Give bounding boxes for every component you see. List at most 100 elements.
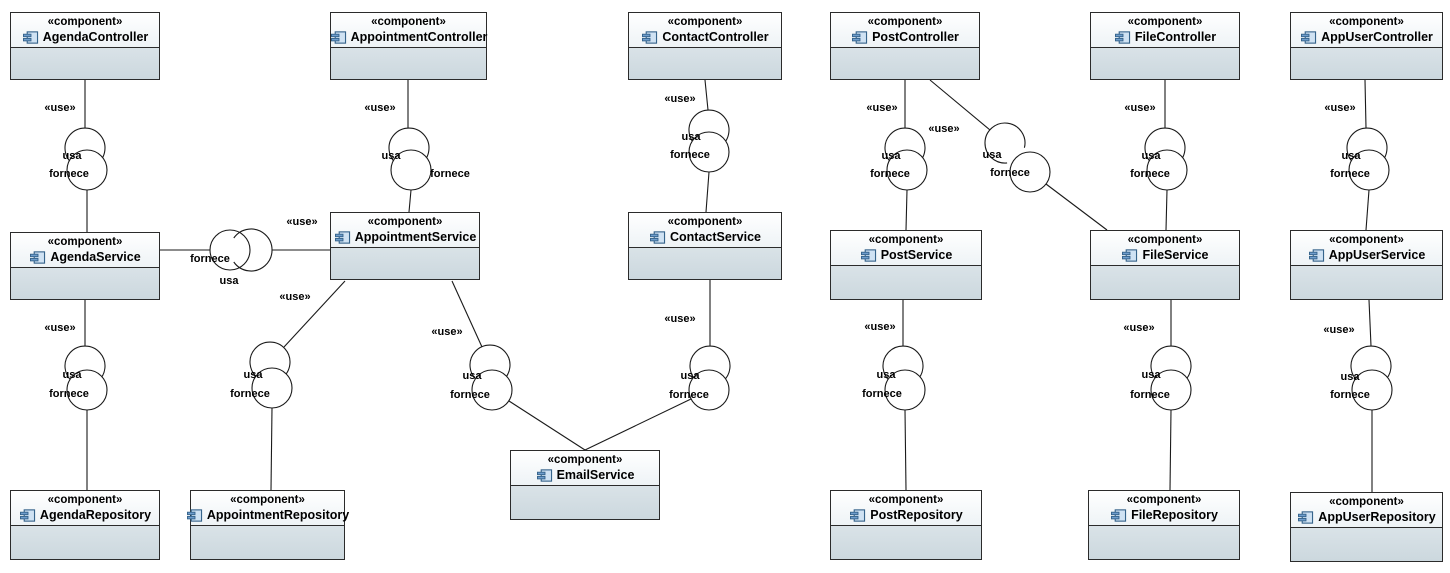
component-agenda-service: «component» AgendaService	[10, 232, 160, 300]
connector-agendaservice-agendarepository: «use» usa fornece	[44, 300, 108, 490]
use-stereotype-label: «use»	[1323, 324, 1354, 336]
component-header: «component» AgendaRepository	[11, 491, 159, 526]
usa-label: usa	[1342, 150, 1362, 162]
component-icon	[330, 30, 347, 45]
component-icon	[1121, 248, 1138, 263]
required-interface-socket-icon	[64, 127, 106, 165]
stereotype-label: «component»	[47, 16, 123, 28]
connector-contactservice-emailservice: «use» usa fornece	[584, 280, 731, 451]
usa-label: usa	[682, 131, 702, 143]
fornece-label: fornece	[49, 168, 89, 180]
fornece-label: fornece	[49, 388, 89, 400]
component-body	[831, 48, 979, 79]
component-file-repository: «component» FileRepository	[1088, 490, 1240, 560]
component-body	[11, 526, 159, 559]
component-header: «component» AppointmentRepository	[191, 491, 349, 526]
fornece-label: fornece	[990, 167, 1030, 179]
required-interface-socket-icon	[689, 345, 731, 383]
component-file-service: «component» FileService	[1090, 230, 1240, 300]
stereotype-label: «component»	[667, 216, 743, 228]
component-icon	[334, 230, 351, 245]
use-stereotype-label: «use»	[431, 326, 462, 338]
connector-postcontroller-fileservice: «use» usa fornece	[928, 79, 1108, 231]
stereotype-label: «component»	[867, 16, 943, 28]
stereotype-label: «component»	[1127, 234, 1203, 246]
component-contact-service: «component» ContactService	[628, 212, 782, 280]
use-stereotype-label: «use»	[1324, 102, 1355, 114]
connector-appointmentservice-appointmentrepository: «use» usa fornece	[230, 280, 346, 491]
provided-interface-ball-icon	[688, 369, 730, 411]
stereotype-label: «component»	[868, 494, 944, 506]
component-body	[1291, 528, 1442, 561]
connector-appointmentservice-agendaservice: «use» fornece usa	[160, 216, 330, 287]
component-post-controller: «component» PostController	[830, 12, 980, 80]
usa-label: usa	[1341, 371, 1361, 383]
fornece-label: fornece	[450, 389, 490, 401]
required-interface-socket-icon	[1150, 345, 1192, 383]
component-body	[191, 526, 344, 559]
component-name: AppointmentService	[354, 230, 477, 244]
component-header: «component» AgendaService	[11, 233, 159, 268]
component-icon	[1110, 508, 1127, 523]
component-icon	[19, 508, 36, 523]
component-name: PostRepository	[870, 508, 963, 522]
component-icon	[849, 508, 866, 523]
usa-label: usa	[463, 370, 483, 382]
component-header: «component» PostRepository	[831, 491, 981, 526]
fornece-label: fornece	[1130, 389, 1170, 401]
fornece-label: fornece	[230, 388, 270, 400]
component-name: AppointmentController	[350, 30, 488, 44]
usa-label: usa	[877, 369, 897, 381]
component-icon	[536, 468, 553, 483]
component-header: «component» FileService	[1091, 231, 1239, 266]
fornece-label: fornece	[1330, 389, 1370, 401]
fornece-label: fornece	[190, 253, 230, 265]
component-name: AppUserRepository	[1318, 510, 1436, 524]
stereotype-label: «component»	[1329, 234, 1404, 246]
usa-label: usa	[681, 370, 701, 382]
usa-label: usa	[983, 149, 1003, 161]
fornece-label: fornece	[1130, 168, 1170, 180]
component-icon	[186, 508, 203, 523]
connector-contactcontroller-contactservice: «use» usa fornece	[664, 79, 730, 213]
use-stereotype-label: «use»	[664, 93, 695, 105]
connector-appuserservice-appuserrepository: «use» usa fornece	[1323, 299, 1393, 492]
component-icon	[1297, 510, 1314, 525]
connector-filecontroller-fileservice: «use» usa fornece	[1124, 80, 1188, 231]
component-header: «component» AppointmentService	[331, 213, 479, 248]
component-body	[629, 248, 781, 279]
fornece-label: fornece	[862, 388, 902, 400]
connector-postcontroller-postservice: «use» usa fornece	[866, 80, 928, 231]
component-body	[831, 526, 981, 559]
component-name: AppointmentRepository	[206, 508, 350, 522]
usa-label: usa	[1142, 150, 1162, 162]
component-header: «component» AgendaController	[11, 13, 159, 48]
fornece-label: fornece	[870, 168, 910, 180]
component-name: FileService	[1142, 248, 1209, 262]
required-interface-socket-icon	[1350, 345, 1392, 383]
usa-label: usa	[63, 369, 83, 381]
required-interface-socket-icon	[884, 127, 926, 165]
required-interface-socket-icon	[469, 344, 511, 382]
component-appuser-repository: «component» AppUserRepository	[1290, 492, 1443, 562]
use-stereotype-label: «use»	[1124, 102, 1155, 114]
component-icon	[860, 248, 877, 263]
connector-fileservice-filerepository: «use» usa fornece	[1123, 300, 1192, 491]
component-body	[1091, 48, 1239, 79]
required-interface-socket-icon	[249, 341, 291, 379]
component-name: AppUserController	[1321, 30, 1433, 44]
use-stereotype-label: «use»	[364, 102, 395, 114]
component-icon	[1308, 248, 1325, 263]
connector-appointmentservice-emailservice: «use» usa fornece	[431, 280, 586, 451]
component-body	[331, 248, 479, 279]
component-name: PostController	[872, 30, 959, 44]
use-stereotype-label: «use»	[279, 291, 310, 303]
component-icon	[1114, 30, 1131, 45]
component-header: «component» PostController	[831, 13, 979, 48]
stereotype-label: «component»	[371, 16, 446, 28]
component-email-service: «component» EmailService	[510, 450, 660, 520]
usa-label: usa	[63, 150, 83, 162]
component-header: «component» ContactService	[629, 213, 781, 248]
required-interface-socket-icon	[1346, 127, 1388, 165]
use-stereotype-label: «use»	[864, 321, 895, 333]
